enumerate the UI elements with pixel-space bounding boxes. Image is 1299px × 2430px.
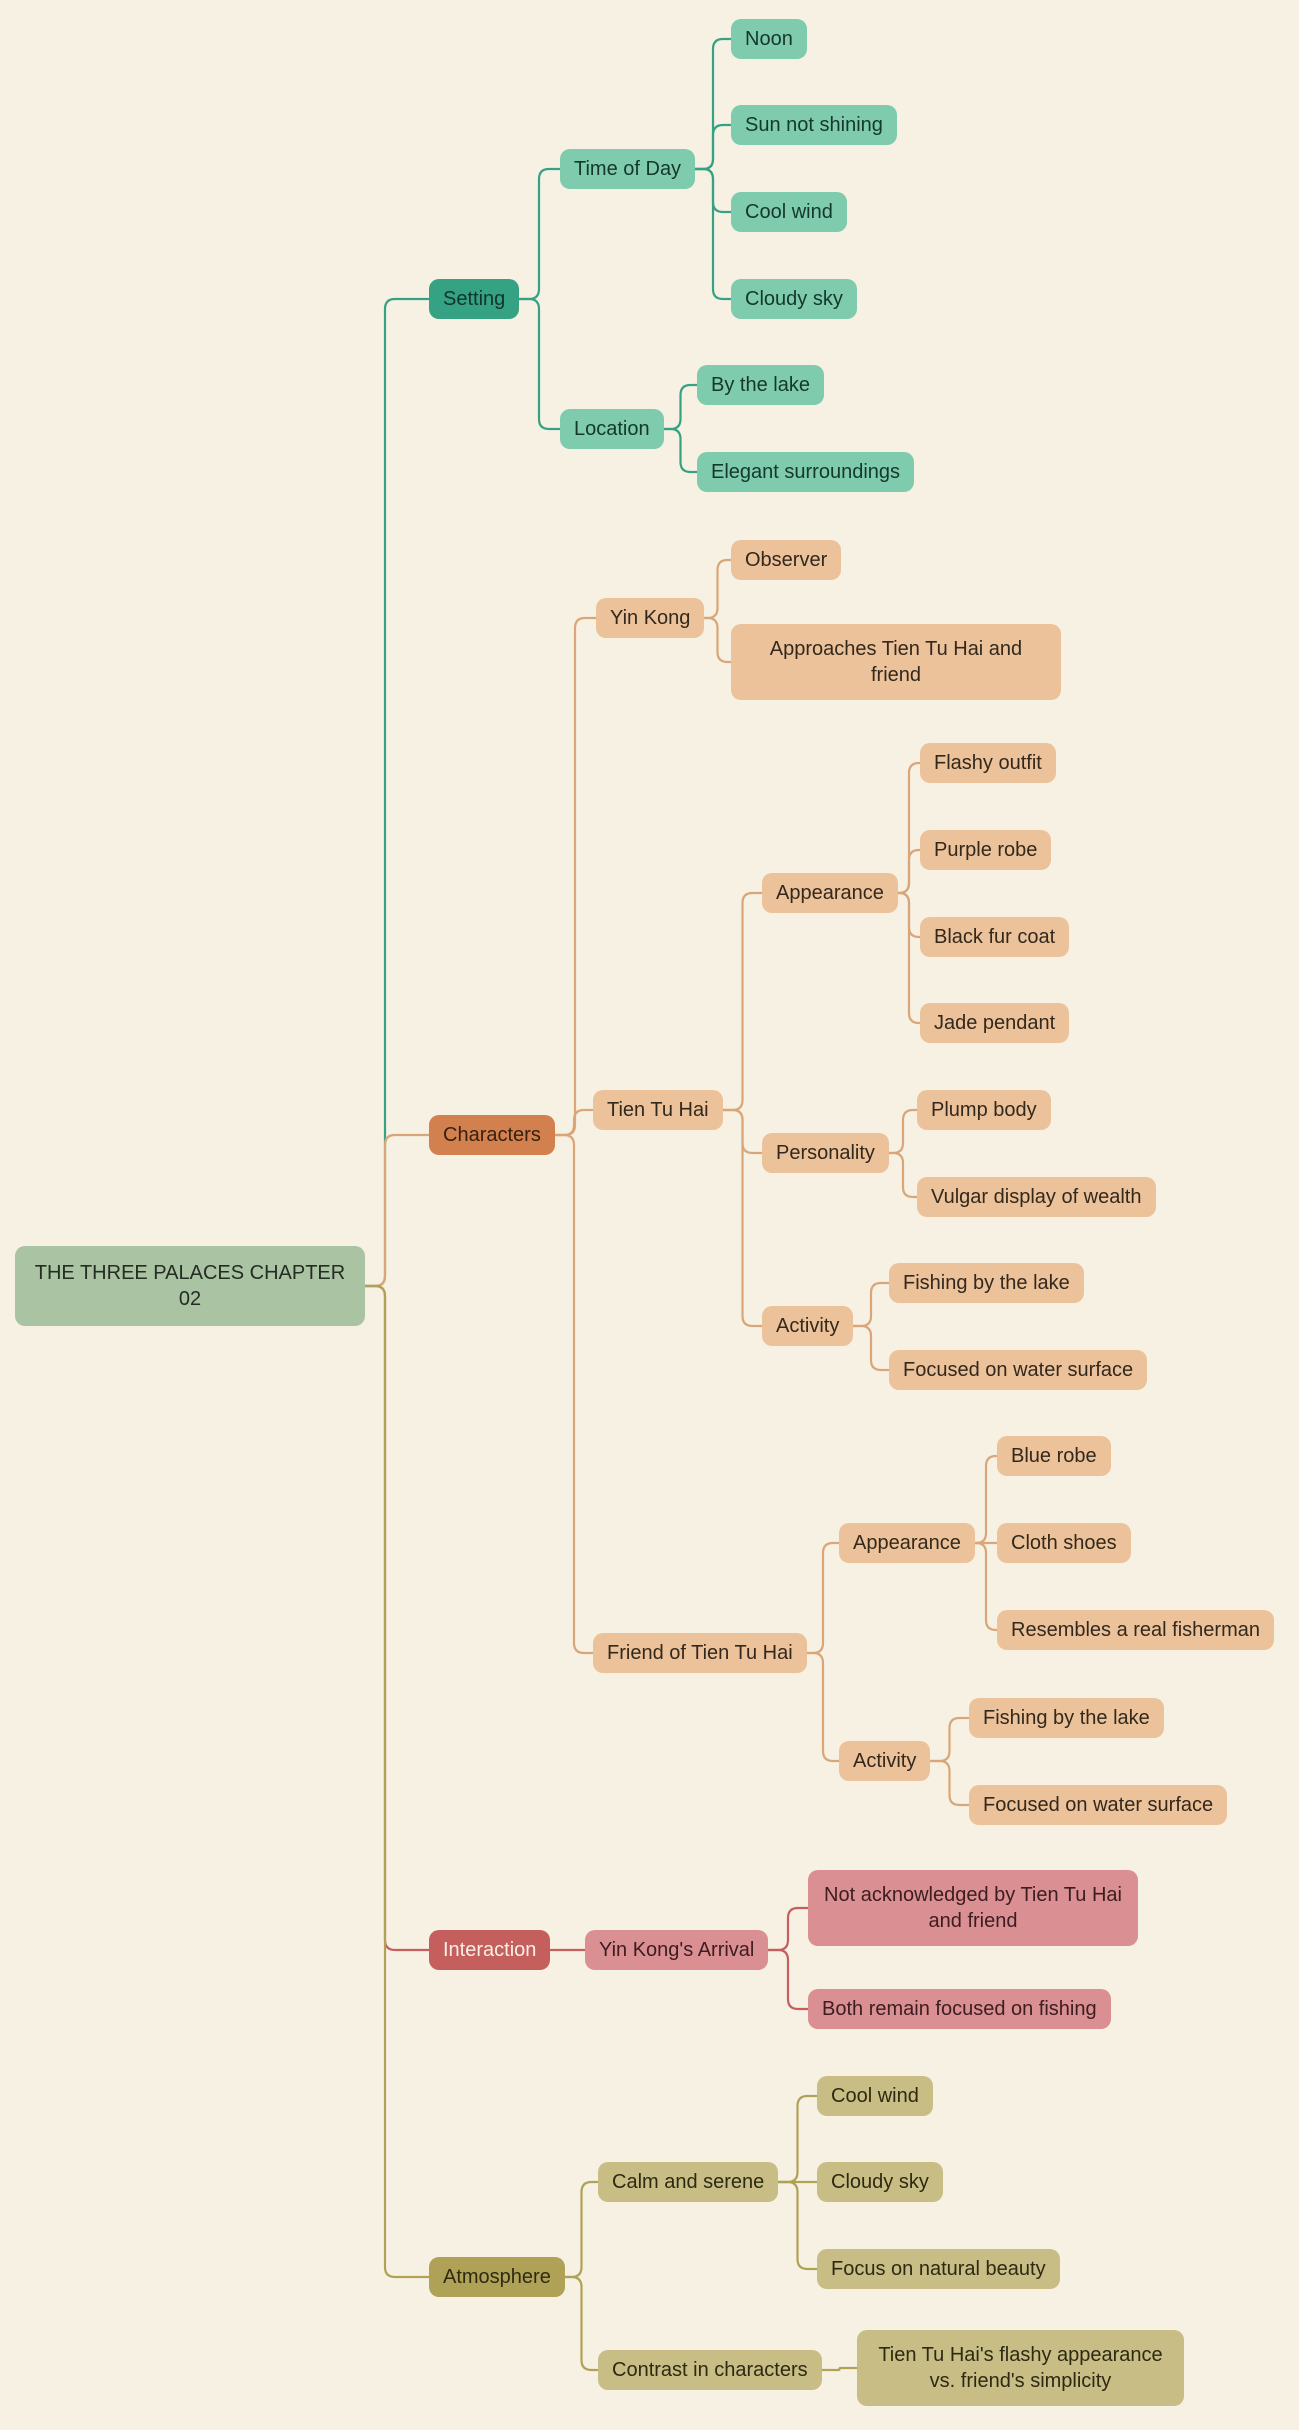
topic-node-purple-robe[interactable]: Purple robe bbox=[920, 830, 1052, 870]
connector-root-to-atmosphere bbox=[363, 1284, 431, 2279]
connector-activity-friend-to-focused-water-friend bbox=[928, 1759, 971, 1807]
topic-node-observer[interactable]: Observer bbox=[731, 540, 842, 580]
topic-node-both-remain-focused[interactable]: Both remain focused on fishing bbox=[808, 1989, 1111, 2029]
branch-node-atmosphere[interactable]: Atmosphere bbox=[429, 2257, 565, 2297]
topic-node-focus-natural-beauty[interactable]: Focus on natural beauty bbox=[817, 2249, 1060, 2289]
branch-node-interaction[interactable]: Interaction bbox=[429, 1930, 551, 1970]
topic-node-fishing-by-lake-tth[interactable]: Fishing by the lake bbox=[889, 1263, 1084, 1303]
connector-friend-of-tth-to-activity-friend bbox=[805, 1651, 841, 1763]
topic-node-flashy-vs-simplicity[interactable]: Tien Tu Hai's flashy appearance vs. frie… bbox=[857, 2330, 1184, 2406]
topic-node-personality[interactable]: Personality bbox=[762, 1133, 889, 1173]
topic-node-location[interactable]: Location bbox=[560, 409, 664, 449]
connector-atmosphere-to-contrast-in-characters bbox=[563, 2275, 600, 2372]
topic-node-jade-pendant[interactable]: Jade pendant bbox=[920, 1003, 1070, 1043]
connector-contrast-in-characters-to-flashy-vs-simplicity bbox=[820, 2366, 859, 2372]
topic-node-tien-tu-hai[interactable]: Tien Tu Hai bbox=[593, 1090, 723, 1130]
connector-yin-kong-to-approaches-tien-tu-hai bbox=[702, 616, 733, 664]
topic-node-noon[interactable]: Noon bbox=[731, 19, 807, 59]
connector-tien-tu-hai-to-activity-tth bbox=[721, 1108, 764, 1328]
connector-time-of-day-to-cloudy-sky bbox=[693, 167, 733, 301]
branch-node-setting[interactable]: Setting bbox=[429, 279, 520, 319]
topic-node-cool-wind[interactable]: Cool wind bbox=[731, 192, 847, 232]
topic-node-resembles-fisherman[interactable]: Resembles a real fisherman bbox=[997, 1610, 1274, 1650]
topic-node-elegant-surroundings[interactable]: Elegant surroundings bbox=[697, 452, 915, 492]
topic-node-calm-and-serene[interactable]: Calm and serene bbox=[598, 2162, 779, 2202]
topic-node-activity-tth[interactable]: Activity bbox=[762, 1306, 854, 1346]
connector-appearance-friend-to-resembles-fisherman bbox=[973, 1541, 999, 1632]
topic-node-sun-not-shining[interactable]: Sun not shining bbox=[731, 105, 897, 145]
topic-node-approaches-tien-tu-hai[interactable]: Approaches Tien Tu Hai and friend bbox=[731, 624, 1061, 700]
topic-node-flashy-outfit[interactable]: Flashy outfit bbox=[920, 743, 1056, 783]
topic-node-blue-robe[interactable]: Blue robe bbox=[997, 1436, 1111, 1476]
topic-node-time-of-day[interactable]: Time of Day bbox=[560, 149, 696, 189]
topic-node-by-the-lake[interactable]: By the lake bbox=[697, 365, 824, 405]
connector-yin-kongs-arrival-to-both-remain-focused bbox=[766, 1948, 810, 2011]
topic-node-appearance-friend[interactable]: Appearance bbox=[839, 1523, 975, 1563]
topic-node-not-acknowledged[interactable]: Not acknowledged by Tien Tu Hai and frie… bbox=[808, 1870, 1138, 1946]
topic-node-friend-of-tth[interactable]: Friend of Tien Tu Hai bbox=[593, 1633, 807, 1673]
connector-activity-tth-to-focused-water-tth bbox=[851, 1324, 891, 1372]
branch-node-characters[interactable]: Characters bbox=[429, 1115, 555, 1155]
topic-node-contrast-in-characters[interactable]: Contrast in characters bbox=[598, 2350, 822, 2390]
topic-node-cloth-shoes[interactable]: Cloth shoes bbox=[997, 1523, 1131, 1563]
topic-node-cloudy-sky-atm[interactable]: Cloudy sky bbox=[817, 2162, 943, 2202]
topic-node-focused-water-tth[interactable]: Focused on water surface bbox=[889, 1350, 1148, 1390]
topic-node-focused-water-friend[interactable]: Focused on water surface bbox=[969, 1785, 1228, 1825]
topic-node-vulgar-display[interactable]: Vulgar display of wealth bbox=[917, 1177, 1156, 1217]
connector-appearance-tth-to-jade-pendant bbox=[896, 891, 922, 1025]
topic-node-appearance-tth[interactable]: Appearance bbox=[762, 873, 898, 913]
topic-node-cloudy-sky[interactable]: Cloudy sky bbox=[731, 279, 857, 319]
topic-node-black-fur-coat[interactable]: Black fur coat bbox=[920, 917, 1070, 957]
topic-node-cool-wind-atm[interactable]: Cool wind bbox=[817, 2076, 933, 2116]
connector-characters-to-friend-of-tth bbox=[553, 1133, 595, 1655]
connector-calm-and-serene-to-focus-natural-beauty bbox=[776, 2180, 819, 2271]
connector-personality-to-vulgar-display bbox=[887, 1151, 919, 1199]
topic-node-activity-friend[interactable]: Activity bbox=[839, 1741, 931, 1781]
connector-setting-to-location bbox=[517, 297, 562, 431]
topic-node-yin-kongs-arrival[interactable]: Yin Kong's Arrival bbox=[585, 1930, 769, 1970]
connector-location-to-elegant-surroundings bbox=[662, 427, 699, 474]
topic-node-fishing-by-lake-friend[interactable]: Fishing by the lake bbox=[969, 1698, 1164, 1738]
topic-node-yin-kong[interactable]: Yin Kong bbox=[596, 598, 705, 638]
root-node-root[interactable]: THE THREE PALACES CHAPTER 02 bbox=[15, 1246, 365, 1326]
topic-node-plump-body[interactable]: Plump body bbox=[917, 1090, 1051, 1130]
